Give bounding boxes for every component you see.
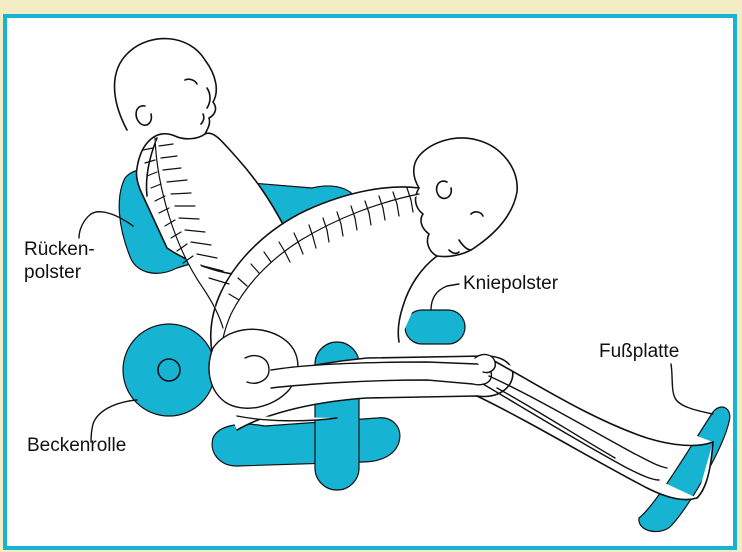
- exercise-machine-illustration: [7, 18, 733, 546]
- bent-head-outline: [414, 138, 517, 257]
- foot-plate-label: Fußplatte: [599, 340, 679, 363]
- pelvis-roll-hub: [158, 359, 180, 381]
- knee-pad-leader: [431, 284, 459, 310]
- back-pad-label-line-1: Rücken-: [24, 238, 95, 261]
- hip-socket: [245, 356, 269, 384]
- back-pad-label-line-2: polster: [24, 261, 95, 284]
- foot-plate-leader: [671, 364, 713, 414]
- knee-pad-label: Kniepolster: [463, 272, 558, 295]
- pelvis-roll-label: Beckenrolle: [27, 434, 126, 457]
- knee-pad-shape: [405, 310, 465, 344]
- back-pad-label: Rücken- polster: [24, 238, 95, 284]
- figure-panel: Rücken- polster Kniepolster Fußplatte Be…: [3, 14, 737, 550]
